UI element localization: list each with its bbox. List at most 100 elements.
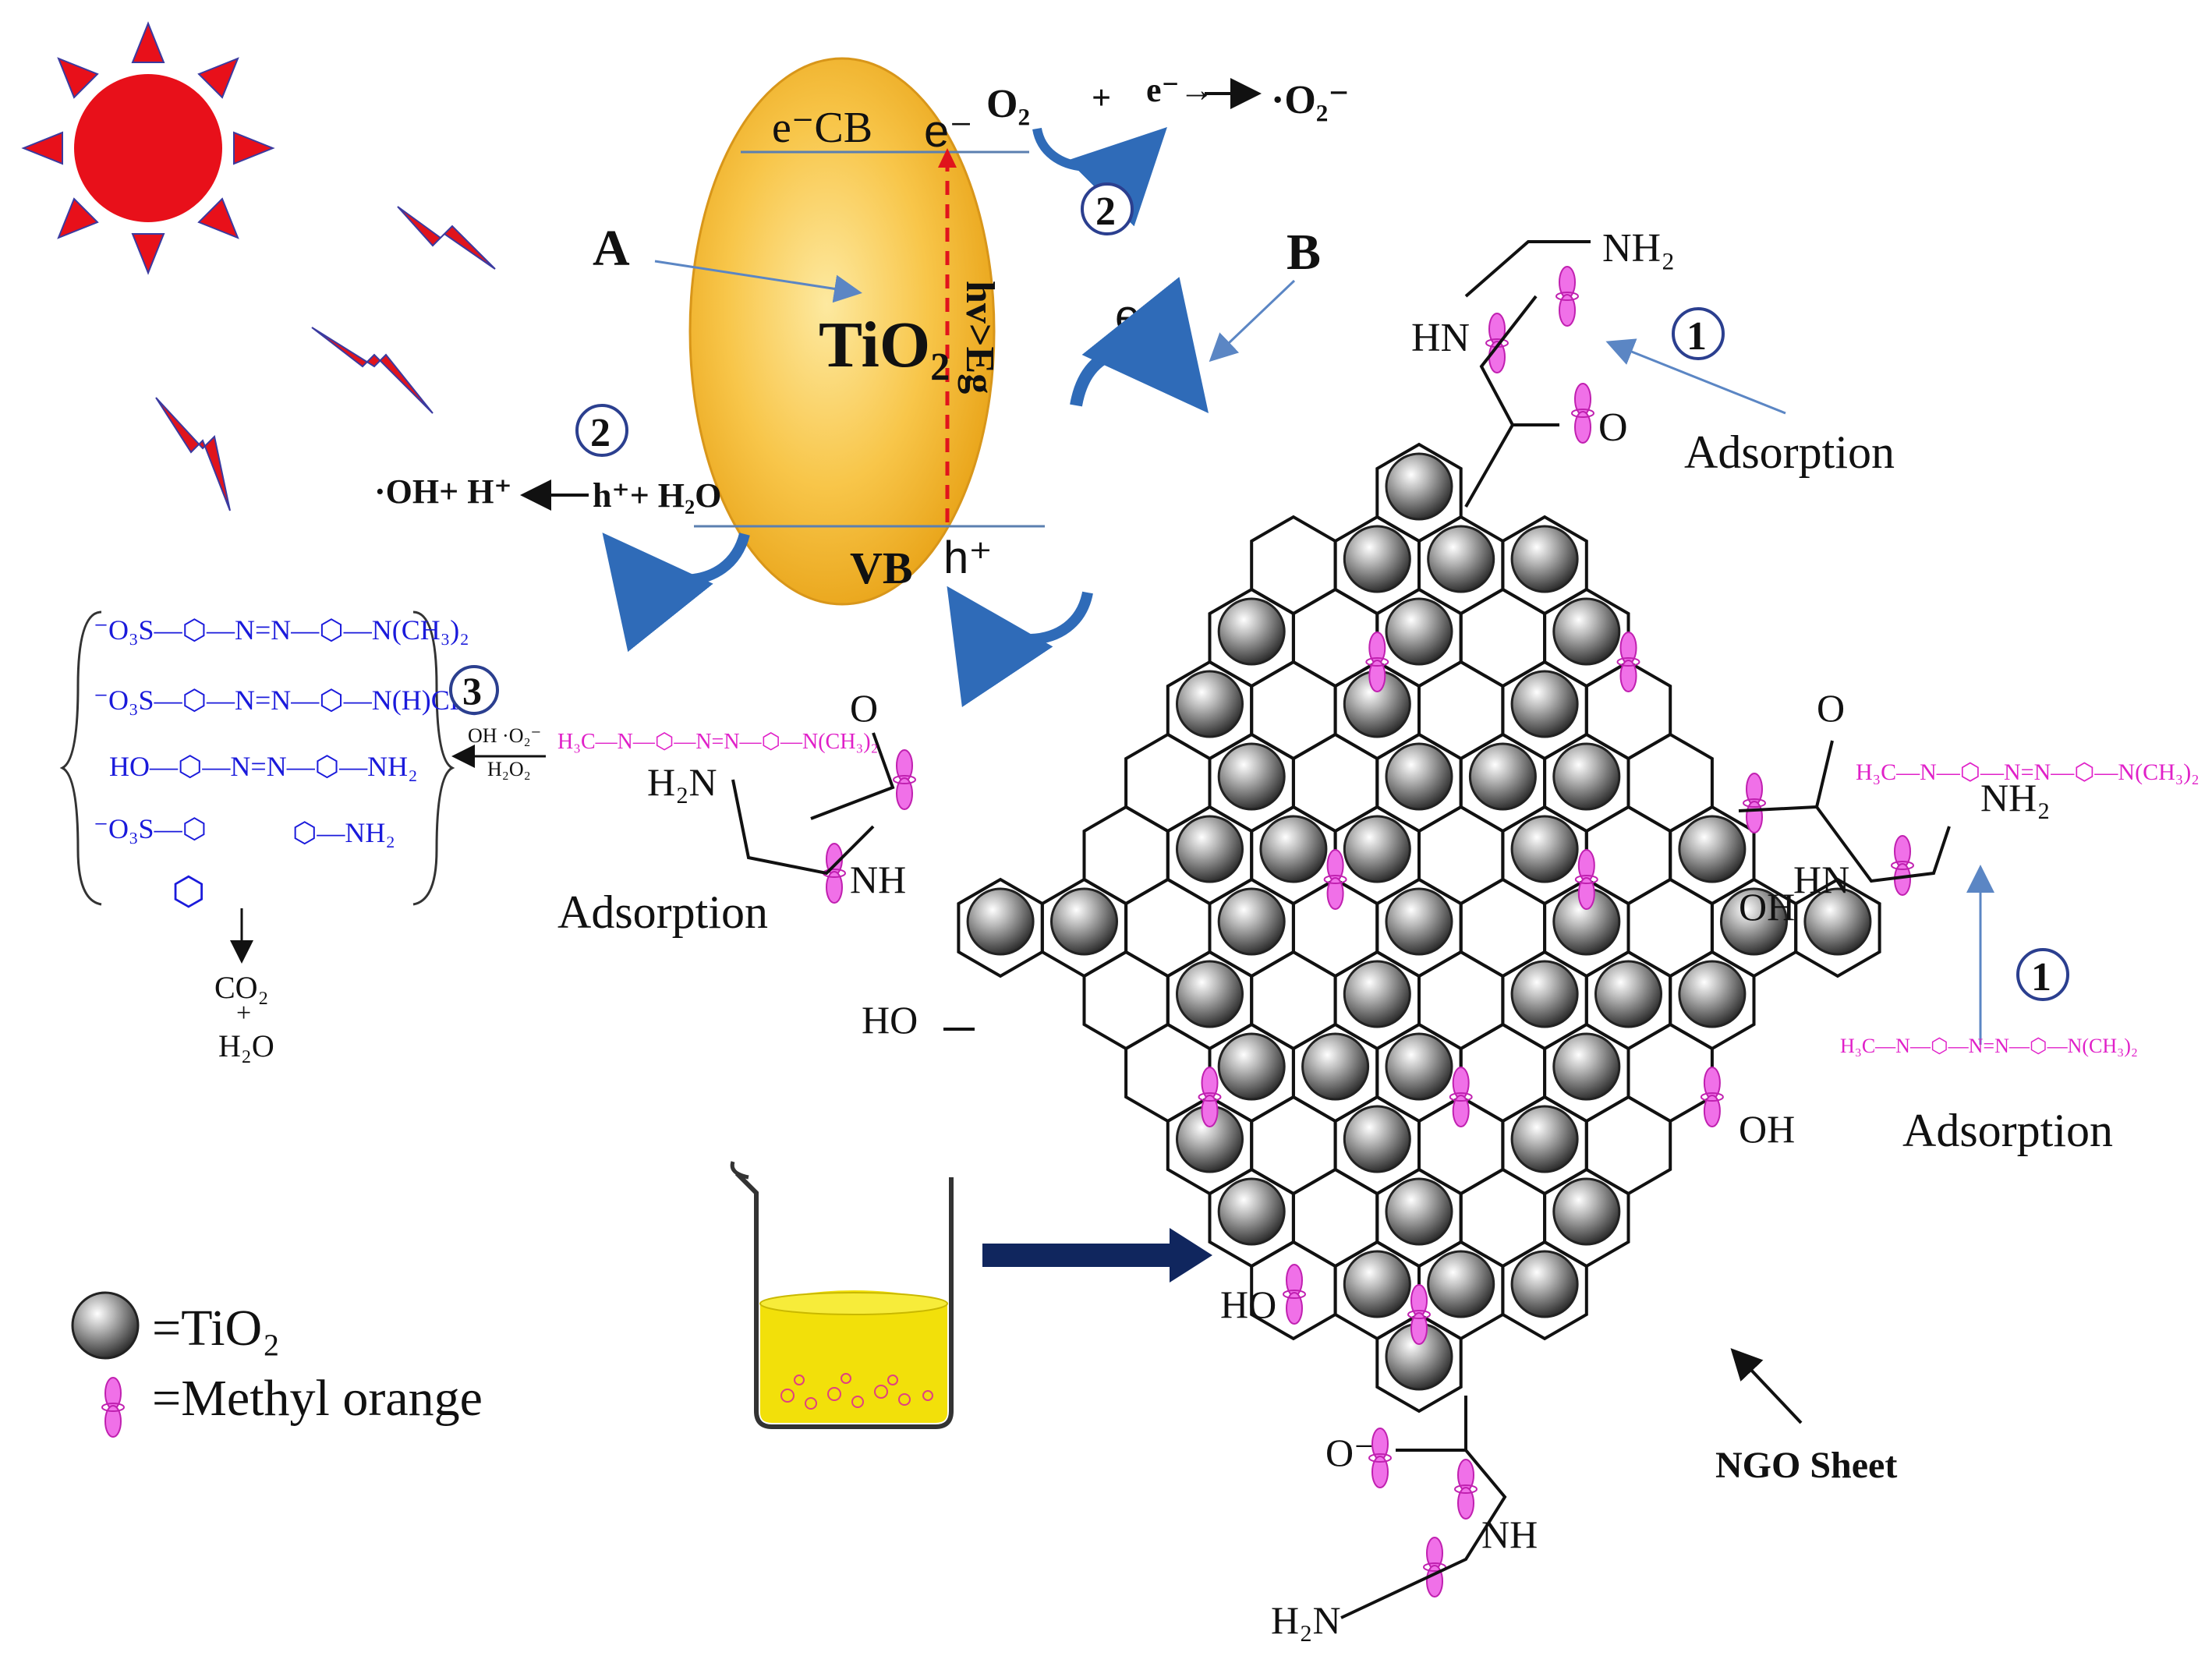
tio2-sphere bbox=[1678, 815, 1747, 883]
tio2-sphere bbox=[1217, 1032, 1286, 1101]
graphene-ring bbox=[1626, 732, 1714, 833]
vb-to-sheet-arrow bbox=[947, 586, 1093, 708]
graphene-ring bbox=[1459, 1167, 1547, 1268]
tio2-sphere bbox=[1176, 815, 1244, 883]
graphene-ring bbox=[1501, 1240, 1588, 1341]
methyl-orange-left: H₃C—N—⬡—N=N—⬡—N(CH₃)₂ bbox=[557, 730, 878, 754]
tio2-sphere bbox=[1050, 887, 1118, 956]
tio2-sphere bbox=[1217, 597, 1286, 666]
adsorption-right: Adsorption bbox=[1902, 1105, 2113, 1156]
tio2-sphere bbox=[1385, 597, 1453, 666]
graphene-ring bbox=[1417, 805, 1505, 906]
tio2-sphere bbox=[1301, 1032, 1370, 1101]
graphene-ring bbox=[1250, 950, 1337, 1051]
nh2-top-label: NH₂ bbox=[1602, 226, 1675, 271]
tio2-center-label: TiO₂ bbox=[819, 309, 950, 381]
tio2-sphere bbox=[1510, 960, 1579, 1028]
graphene-ring bbox=[1459, 1022, 1547, 1123]
peroxide-label: H₂O₂ bbox=[487, 758, 531, 780]
lightning-bolt-icon bbox=[397, 206, 496, 270]
superoxide-label: ·O₂⁻ bbox=[1271, 78, 1350, 122]
adsorption-top: Adsorption bbox=[1684, 426, 1895, 478]
methyl-orange-orbital bbox=[1323, 849, 1347, 910]
graphene-ring bbox=[1626, 877, 1714, 978]
graphene-ring bbox=[1082, 950, 1170, 1051]
graphene-ring bbox=[1584, 1095, 1672, 1196]
legend-methyl-orange: =Methyl orange bbox=[152, 1370, 483, 1427]
tio2-sphere bbox=[1259, 815, 1328, 883]
o-left-label: O bbox=[850, 686, 878, 730]
methyl-orange-orbital bbox=[893, 749, 916, 810]
ho-left-label: HO bbox=[862, 998, 918, 1042]
tio2-sphere bbox=[1427, 1250, 1495, 1318]
graphene-ring bbox=[1291, 587, 1379, 688]
o-minus-bottom-label: O⁻ bbox=[1325, 1431, 1375, 1474]
graphene-ring bbox=[1124, 732, 1212, 833]
lightning-bolt-icon bbox=[311, 327, 434, 414]
o-right-label: O bbox=[1817, 686, 1845, 730]
graphene-ring bbox=[1124, 877, 1212, 978]
ngo-sheet bbox=[957, 442, 1881, 1414]
tio2-sphere bbox=[1552, 742, 1621, 811]
legend-tio2: =TiO₂ bbox=[152, 1300, 280, 1357]
vb-hole: h⁺ bbox=[943, 533, 993, 583]
methyl-orange-orbital bbox=[1449, 1067, 1473, 1127]
intermediate-row-3: HO—⬡—N=N—⬡—NH₂ bbox=[109, 751, 418, 782]
cb-electron: e⁻ bbox=[924, 106, 973, 157]
methyl-orange-orbital bbox=[1198, 1067, 1222, 1127]
tio2-sphere bbox=[1385, 887, 1453, 956]
ho-bottom-label: HO bbox=[1220, 1283, 1276, 1326]
step-2-left: 2 bbox=[590, 411, 611, 455]
tio2-sphere bbox=[1217, 742, 1286, 811]
hole-water-label: h⁺+ H₂O bbox=[593, 476, 721, 515]
graphene-ring bbox=[1417, 660, 1505, 761]
process-arrow bbox=[982, 1228, 1212, 1283]
methyl-orange-right: H₃C—N—⬡—N=N—⬡—N(CH₃)₂ bbox=[1856, 759, 2200, 785]
step-1-right: 1 bbox=[2031, 955, 2051, 1000]
oh-right-2: OH bbox=[1739, 1107, 1795, 1151]
methyl-orange-orbital bbox=[1283, 1264, 1306, 1325]
tio2-sphere bbox=[1217, 1177, 1286, 1246]
tio2-sphere bbox=[1468, 742, 1537, 811]
h2n-bottom-label: H₂N bbox=[1271, 1598, 1341, 1642]
products-co2: CO₂ bbox=[214, 970, 269, 1005]
graphene-ring bbox=[1417, 950, 1505, 1051]
methyl-orange-orbital bbox=[1571, 383, 1594, 444]
tio2-sphere bbox=[1678, 960, 1747, 1028]
tio2-sphere bbox=[1510, 1105, 1579, 1173]
tio2-sphere bbox=[1552, 1177, 1621, 1246]
tio2-sphere bbox=[1176, 960, 1244, 1028]
vb-label: VB bbox=[850, 543, 913, 593]
methyl-orange-orbital bbox=[1407, 1284, 1431, 1345]
electron-transfer-arrow bbox=[1070, 277, 1209, 413]
products-plus: + bbox=[236, 999, 251, 1028]
intermediate-row-2: ⁻O₃S—⬡—N=N—⬡—N(H)CH₃ bbox=[94, 685, 480, 716]
electron-transfer-label: e- bbox=[1115, 291, 1156, 341]
graphene-ring bbox=[1250, 1095, 1337, 1196]
step-2-top: 2 bbox=[1095, 189, 1116, 234]
tio2-sphere bbox=[1552, 597, 1621, 666]
tio2-sphere bbox=[1217, 887, 1286, 956]
methyl-orange-orbital bbox=[1454, 1459, 1478, 1520]
methyl-orange-orbital bbox=[1574, 849, 1598, 910]
intermediate-row-4a: ⁻O₃S—⬡ bbox=[94, 813, 207, 844]
o-top-label: O bbox=[1598, 405, 1628, 450]
nh2-right-label: NH₂ bbox=[1980, 776, 2051, 819]
step-1-top: 1 bbox=[1686, 314, 1707, 359]
tio2-sphere bbox=[1427, 525, 1495, 593]
graphene-ring bbox=[1250, 660, 1337, 761]
intermediate-row-4b: ⬡—NH₂ bbox=[292, 817, 395, 848]
tio2-sphere bbox=[1343, 815, 1411, 883]
tio2-spheres bbox=[966, 452, 1872, 1391]
tio2-sphere bbox=[1510, 815, 1579, 883]
h2n-left-label: H₂N bbox=[647, 760, 717, 804]
tio2-sphere bbox=[1510, 525, 1579, 593]
tio2-sphere-icon bbox=[71, 1291, 140, 1360]
plus-sign: + bbox=[1092, 79, 1111, 117]
graphene-ring bbox=[1626, 1022, 1714, 1123]
tio2-sphere bbox=[1385, 452, 1453, 521]
tio2-sphere bbox=[1552, 1032, 1621, 1101]
intermediate-row-1: ⁻O₃S—⬡—N=N—⬡—N(CH₃)₂ bbox=[94, 614, 469, 646]
cb-reaction-arrow bbox=[1032, 127, 1167, 227]
tio2-sphere bbox=[1343, 1250, 1411, 1318]
